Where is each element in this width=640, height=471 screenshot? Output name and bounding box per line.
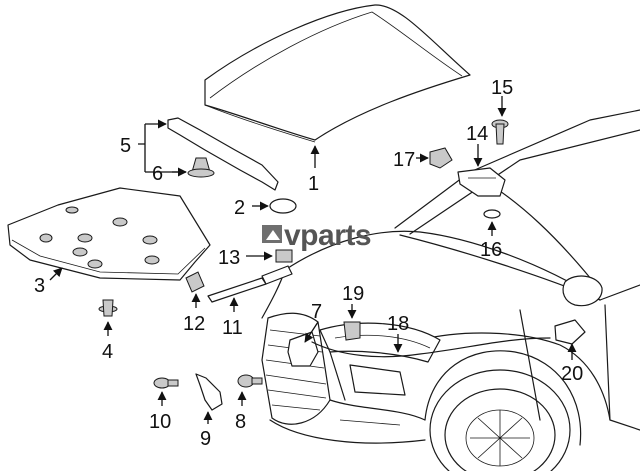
hood-seal[interactable] <box>167 117 279 191</box>
bracket-bolt[interactable] <box>153 377 179 389</box>
callout-15: 15 <box>491 77 513 99</box>
release-handle[interactable] <box>554 319 586 345</box>
callout-12: 12 <box>183 313 205 335</box>
hinge-cushion[interactable] <box>429 147 453 169</box>
hood-grommet[interactable] <box>269 198 297 214</box>
vparts-logo: vparts <box>262 219 372 252</box>
latch-bolt[interactable] <box>237 374 263 388</box>
callout-7: 7 <box>311 301 322 323</box>
strut-lower-bracket[interactable] <box>185 271 205 293</box>
callout-10: 10 <box>149 411 171 433</box>
latch-switch[interactable] <box>343 321 361 341</box>
vehicle-front-drawing <box>261 109 640 471</box>
callout-6: 6 <box>152 163 163 185</box>
strut-upper-bracket[interactable] <box>275 249 293 263</box>
callout-18: 18 <box>387 313 409 335</box>
engine-under-cover[interactable] <box>7 187 211 281</box>
hood-hinge[interactable] <box>457 167 506 197</box>
release-cable[interactable] <box>311 337 551 358</box>
latch-support-bracket[interactable] <box>195 373 223 411</box>
callout-5: 5 <box>120 135 131 157</box>
callout-2: 2 <box>234 197 245 219</box>
callout-17: 17 <box>393 149 415 171</box>
hinge-bolt[interactable] <box>491 119 509 145</box>
vparts-logo-text: vparts <box>284 219 371 252</box>
callout-11: 11 <box>222 317 243 339</box>
callout-8: 8 <box>235 411 246 433</box>
callout-4: 4 <box>102 341 113 363</box>
callout-13: 13 <box>218 247 240 269</box>
under-cover-clip[interactable] <box>98 299 118 317</box>
callout-16: 16 <box>480 239 502 261</box>
callout-20: 20 <box>561 363 583 385</box>
callout-14: 14 <box>466 123 488 145</box>
hinge-grommet[interactable] <box>483 209 501 219</box>
callout-9: 9 <box>200 428 211 450</box>
callout-1: 1 <box>308 173 319 195</box>
callout-3: 3 <box>34 275 45 297</box>
hood-panel[interactable] <box>204 4 471 143</box>
seal-clip[interactable] <box>187 157 215 178</box>
hood-strut[interactable] <box>207 265 293 303</box>
callout-19: 19 <box>342 283 364 305</box>
